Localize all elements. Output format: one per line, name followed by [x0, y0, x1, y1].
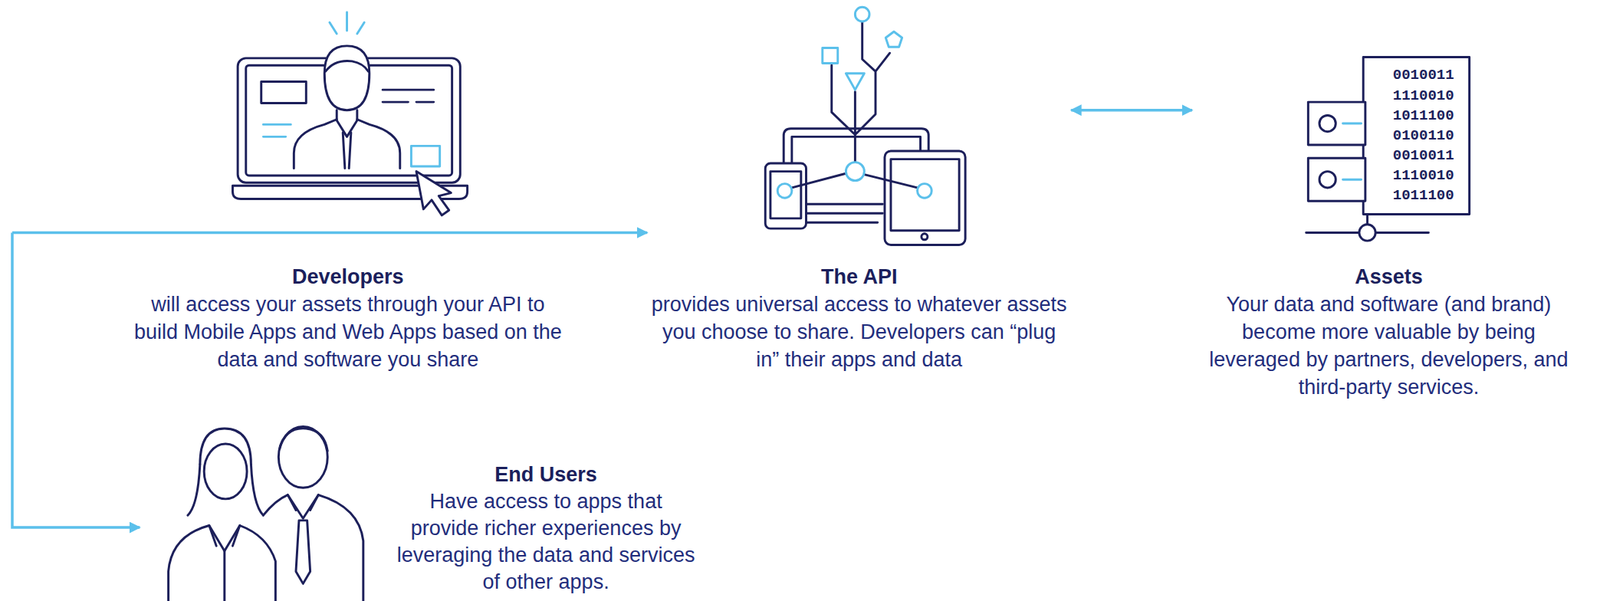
end-users-icon-part: [168, 525, 276, 601]
server-icon: [1306, 57, 1470, 242]
node-description: Have access to apps that provide richer …: [394, 488, 698, 596]
api-devices-icon-part-part: [854, 6, 870, 22]
api-devices-icon-part: [831, 21, 891, 163]
node-heading: The API: [650, 262, 1068, 291]
developer-laptop-icon-part: [324, 45, 370, 111]
flow-connector: [1071, 108, 1193, 112]
api-devices-icon-part-part: [822, 48, 838, 64]
end-users-icon-part: [279, 428, 329, 452]
api-devices-icon-part: [777, 6, 932, 198]
node-block: End UsersHave access to apps that provid…: [139, 426, 700, 601]
node-heading: Assets: [1195, 262, 1583, 291]
end-users-icon-part: [262, 495, 363, 601]
binary-digits: 1110010: [1393, 86, 1455, 106]
server-icon-part: [1343, 123, 1362, 180]
server-icon-part: [1363, 57, 1469, 215]
binary-digits: 1011100: [1393, 106, 1455, 125]
node-heading: Developers: [129, 262, 567, 291]
node-block: AssetsYour data and software (and brand)…: [1192, 51, 1586, 405]
developer-laptop-icon-part: [336, 110, 358, 138]
api-devices-icon-part: [921, 233, 928, 240]
developer-laptop-icon-part: [342, 132, 352, 169]
developer-laptop-icon-part: [416, 171, 451, 216]
end-users-icon-part: [278, 426, 328, 488]
api-devices-icon: [765, 6, 966, 245]
developer-laptop-icon-part: [329, 12, 365, 34]
node-text: The APIprovides universal access to what…: [650, 262, 1068, 374]
api-devices-icon-part: [884, 151, 966, 245]
server-icon-part: [1319, 171, 1336, 188]
node-text: Developerswill access your assets throug…: [129, 262, 567, 374]
node-heading: End Users: [394, 461, 698, 489]
node-text: End UsersHave access to apps that provid…: [394, 461, 698, 596]
api-devices-icon-part-part: [917, 183, 933, 199]
developer-laptop-icon-part: [382, 89, 434, 102]
end-users-icon-part: [203, 443, 247, 500]
node-description: will access your assets through your API…: [129, 290, 567, 374]
api-devices-icon-part-part: [845, 162, 865, 181]
end-users-icon-part: [200, 428, 264, 516]
api-devices-icon-part: [770, 171, 802, 219]
end-users-icon-part: [295, 520, 311, 585]
developer-laptop-icon-part: [262, 124, 291, 137]
developer-laptop-icon-part: [293, 119, 400, 169]
developer-laptop-icon-part: [325, 60, 369, 72]
node-text: AssetsYour data and software (and brand)…: [1195, 262, 1583, 401]
end-users-icon-part: [187, 464, 201, 516]
api-devices-icon-part: [765, 163, 806, 229]
binary-digits: 0010011: [1393, 65, 1455, 85]
flow-connector: [12, 233, 140, 529]
node-block: Developerswill access your assets throug…: [12, 5, 570, 378]
api-devices-icon-part-part: [777, 183, 792, 199]
binary-digits: 1110010: [1393, 166, 1455, 185]
server-icon-part: [1359, 224, 1376, 241]
api-devices-icon-part: [805, 203, 883, 223]
server-icon-part: [1319, 114, 1336, 132]
developer-laptop-icon: [232, 12, 467, 216]
api-devices-icon-part-part: [885, 31, 902, 47]
node-description: Your data and software (and brand) becom…: [1195, 290, 1583, 401]
api-devices-icon-part-part: [845, 73, 865, 90]
node-block: The APIprovides universal access to what…: [647, 3, 1072, 377]
binary-digits: 0100110: [1393, 126, 1455, 145]
api-devices-icon-part: [890, 159, 960, 231]
developer-laptop-icon-part: [261, 81, 307, 103]
node-description: provides universal access to whatever as…: [650, 290, 1068, 374]
developer-laptop-icon-part: [410, 145, 440, 167]
binary-digits: 0010011: [1393, 146, 1455, 165]
end-users-icon-part: [287, 495, 319, 511]
flow-connector: [12, 231, 648, 235]
end-users-icon-part: [209, 525, 240, 601]
binary-digits: 1011100: [1393, 186, 1455, 205]
end-users-icon: [168, 426, 364, 601]
